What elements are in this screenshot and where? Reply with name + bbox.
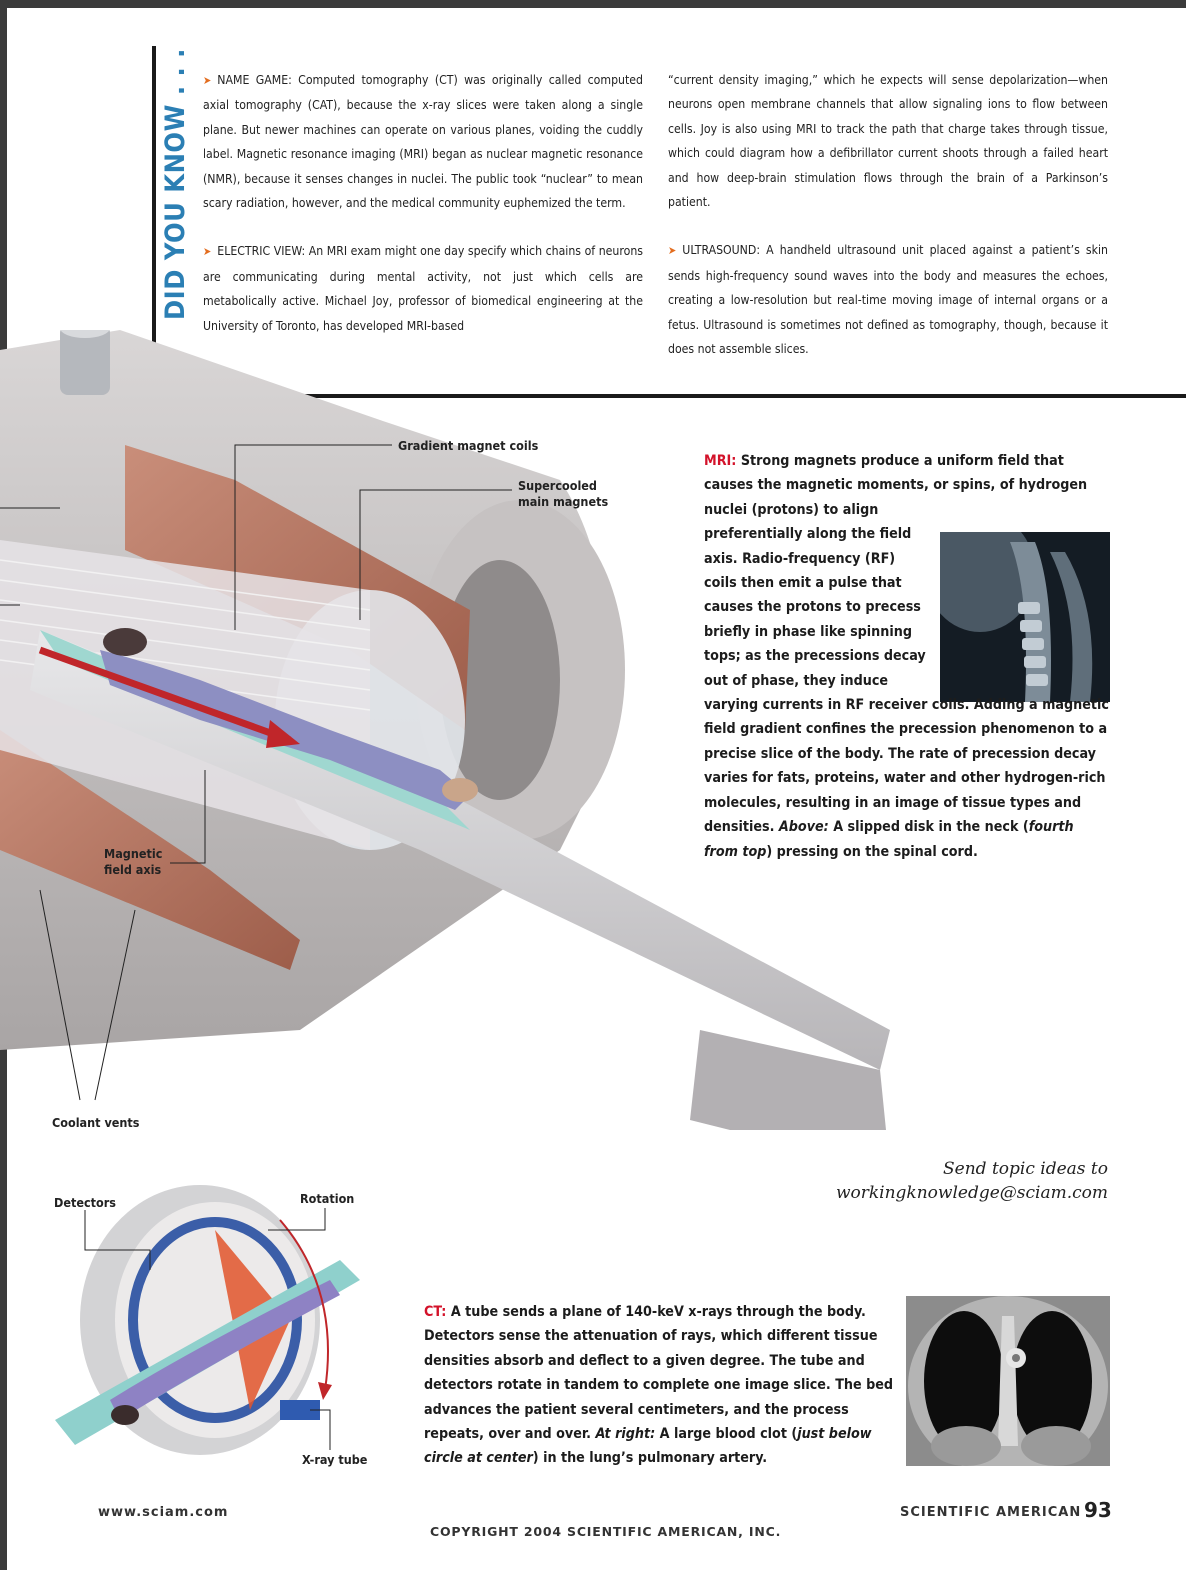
spine-mri-image [940,532,1110,702]
ct-caption: CT: A tube sends a plane of 140-keV x-ra… [424,1304,894,1467]
sidebar-right-column: “current density imaging,” which he expe… [668,68,1108,385]
arrow-icon: ➤ [668,244,677,258]
detectors-label: Detectors [54,1195,116,1210]
send-topic-ideas: Send topic ideas to workingknowledge@sci… [820,1157,1108,1205]
sidebar-left-column: ➤NAME GAME: Computed tomography (CT) was… [203,68,643,362]
ct-at-right-label: At right: [595,1426,656,1443]
mri-caption-body: Strong magnets produce a uniform field t… [704,453,1109,836]
footer-url[interactable]: www.sciam.com [98,1505,229,1520]
viewer-top-bar [0,0,1186,8]
field-axis-label-line2: field axis [104,862,162,877]
name-game-paragraph: ➤NAME GAME: Computed tomography (CT) was… [203,73,643,211]
ct-chest-image [906,1296,1110,1466]
electric-view-paragraph: ➤ELECTRIC VIEW: An MRI exam might one da… [203,244,643,333]
ct-caption-body: A tube sends a plane of 140-keV x-rays t… [424,1304,894,1443]
sidebar-rule [152,46,156,396]
ultrasound-paragraph: ➤ULTRASOUND: A handheld ultrasound unit … [668,243,1108,357]
supercooled-label-line2: main magnets [518,494,609,509]
arrow-icon: ➤ [203,74,212,87]
coolant-vents-label: Coolant vents [52,1115,140,1130]
arrow-icon: ➤ [203,245,212,259]
page-number: 93 [1084,1498,1112,1522]
supercooled-label-line1: Supercooled [518,478,597,493]
ct-caption-lead: CT: [424,1304,447,1320]
field-axis-label-line1: Magnetic [104,846,163,861]
mri-caption: MRI: Strong magnets produce a uniform fi… [704,453,1109,860]
xray-tube-label: X-ray tube [302,1452,368,1467]
sidebar-bottom-rule [152,394,1186,398]
gradient-coils-label: Gradient magnet coils [398,438,539,453]
mri-scanner-illustration [0,330,890,1130]
copyright-notice: COPYRIGHT 2004 SCIENTIFIC AMERICAN, INC. [430,1524,782,1539]
footer-publication: SCIENTIFIC AMERICAN [900,1505,1082,1520]
mri-caption-lead: MRI: [704,453,737,469]
current-density-paragraph: “current density imaging,” which he expe… [668,73,1108,210]
did-you-know-heading: DID YOU KNOW . . . [160,48,191,320]
ct-scanner-illustration [55,1185,360,1455]
mri-above-label: Above: [778,819,829,836]
rotation-label: Rotation [300,1191,355,1206]
contact-email[interactable]: workingknowledge@sciam.com [835,1183,1108,1203]
